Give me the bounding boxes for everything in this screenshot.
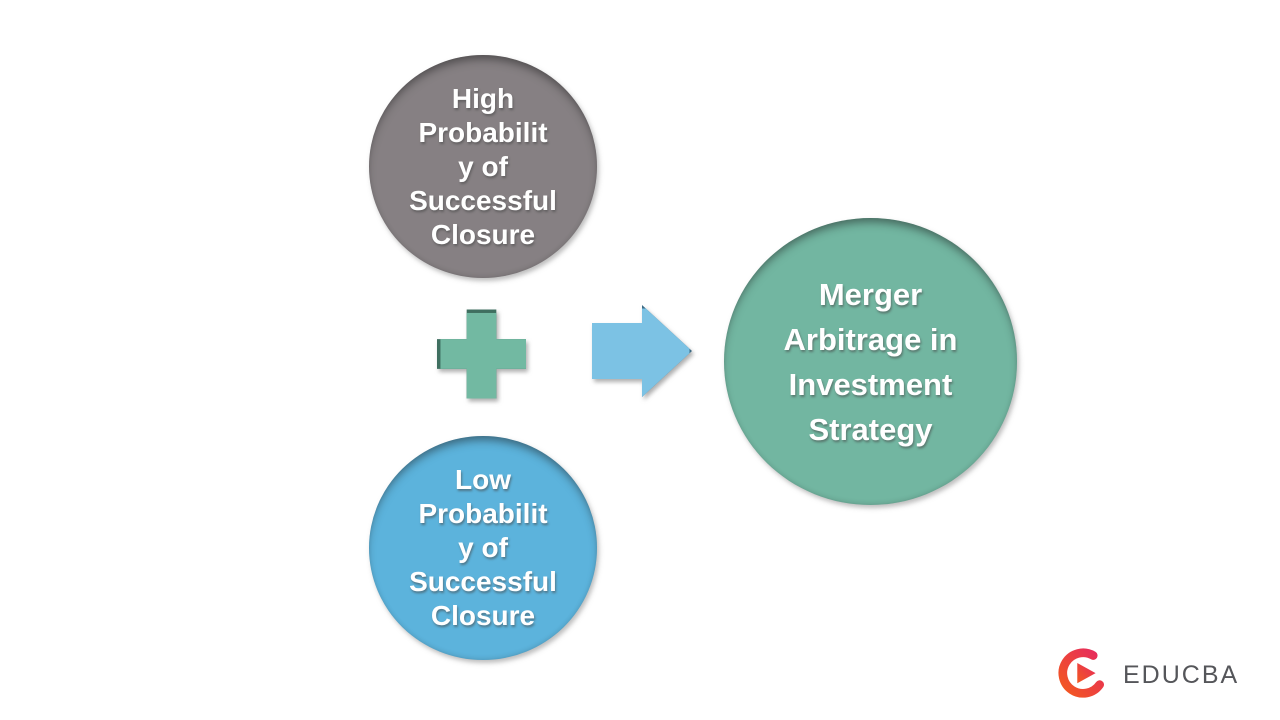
circle-text-line: Investment	[788, 366, 953, 402]
circle-text-line: Probabilit	[418, 498, 548, 529]
educba-logo: EDUCBA	[1058, 644, 1239, 706]
circle-text-line: Closure	[430, 218, 536, 250]
educba-logo-text: EDUCBA	[1123, 660, 1240, 689]
circle-text-line: Probabilit	[418, 116, 548, 148]
circle-text-line: Merger	[818, 276, 923, 312]
low-probability-circle: Low Probabilit y of Successful Closure	[369, 436, 597, 660]
merger-arbitrage-circle: Merger Arbitrage in Investment Strategy	[724, 218, 1017, 505]
educba-logo-icon	[1058, 648, 1104, 698]
arrow-shape	[592, 308, 690, 397]
plus-icon	[437, 309, 526, 399]
educba-swoosh-shape	[1058, 648, 1104, 698]
high-probability-circle: High Probabilit y of Successful Closure	[369, 55, 597, 278]
circle-text-line: Successful	[409, 184, 557, 216]
plus-shape	[440, 312, 526, 399]
circle-text-line: High	[451, 82, 515, 114]
circle-text-line: Low	[455, 464, 511, 495]
circle-text-line: Successful	[409, 566, 557, 597]
circle-text-line: Strategy	[808, 411, 933, 447]
circle-text-line: y of	[458, 532, 508, 563]
circle-text-line: Closure	[430, 600, 536, 631]
circle-text-line: y of	[458, 150, 508, 182]
circle-text-line: Arbitrage in	[783, 321, 958, 357]
educba-play-triangle	[1077, 662, 1096, 684]
arrow-right-icon	[592, 305, 692, 397]
